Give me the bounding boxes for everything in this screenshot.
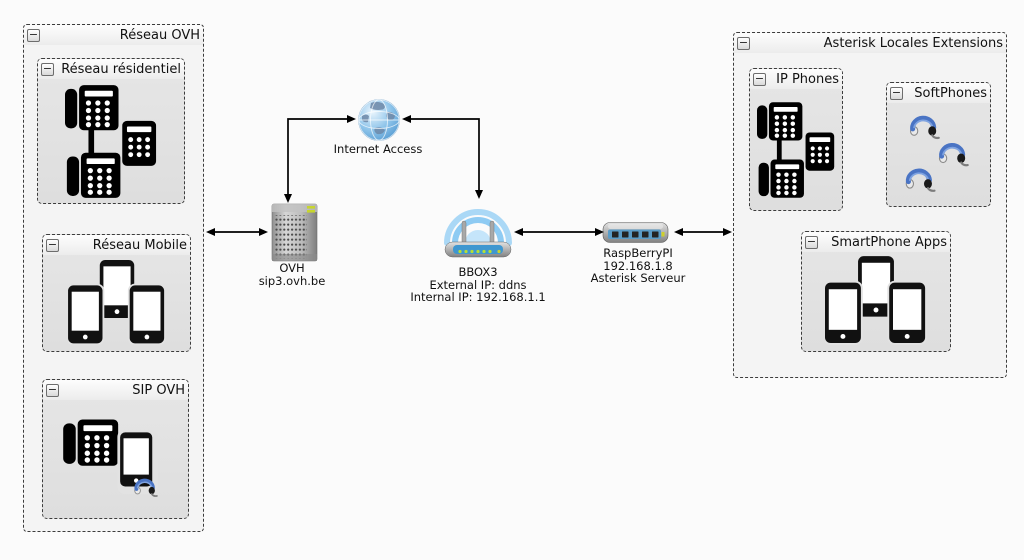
ovh-host: sip3.ovh.be — [258, 273, 326, 288]
collapse-button[interactable]: − — [805, 235, 818, 249]
raspberrypi-name: RaspBerryPI — [603, 246, 673, 260]
group-softphones-header: − SoftPhones — [887, 83, 990, 103]
node-ovh-server — [271, 203, 319, 262]
bbox3-label: BBOX3 External IP: ddns Internal IP: 192… — [398, 266, 558, 304]
group-title: Asterisk Locales Extensions — [823, 36, 1003, 51]
group-smartphone-apps: − SmartPhone Apps — [801, 231, 951, 352]
group-smartphone-apps-header: − SmartPhone Apps — [802, 232, 950, 252]
ovh-label: OVH sip3.ovh.be — [222, 262, 362, 287]
internet-label: Internet Access — [333, 142, 423, 156]
group-asterisk-extensions-header: − Asterisk Locales Extensions — [734, 33, 1006, 53]
group-title: Réseau résidentiel — [61, 62, 181, 77]
bbox3-name: BBOX3 — [458, 265, 498, 279]
collapse-button[interactable]: − — [41, 62, 54, 76]
node-internet — [357, 98, 401, 142]
group-softphones: − SoftPhones — [886, 82, 991, 207]
collapse-button[interactable]: − — [753, 72, 766, 86]
node-bbox3-router — [443, 197, 513, 261]
group-title: Réseau OVH — [119, 28, 200, 43]
collapse-button[interactable]: − — [46, 238, 59, 252]
collapse-button[interactable]: − — [737, 36, 750, 50]
group-title: SmartPhone Apps — [831, 235, 947, 250]
node-raspberrypi — [602, 221, 670, 244]
collapse-button[interactable]: − — [46, 383, 59, 397]
group-reseau-ovh: − Réseau OVH − Réseau résidentiel − Rése… — [23, 24, 204, 532]
group-reseau-mobile: − Réseau Mobile — [42, 234, 191, 352]
wifi-router-icon — [444, 209, 512, 258]
server-icon — [271, 203, 318, 262]
group-title: SIP OVH — [132, 383, 185, 398]
bbox3-internal-ip: Internal IP: 192.168.1.1 — [410, 290, 546, 304]
group-icon-area — [43, 400, 188, 518]
raspberrypi-role: Asterisk Serveur — [590, 271, 686, 285]
group-sip-ovh-header: − SIP OVH — [43, 380, 188, 400]
group-ip-phones: − IP Phones — [749, 68, 843, 211]
globe-icon — [358, 99, 400, 141]
group-sip-ovh: − SIP OVH — [42, 379, 189, 519]
collapse-button[interactable]: − — [27, 28, 40, 42]
collapse-button[interactable]: − — [890, 86, 903, 100]
group-reseau-ovh-header: − Réseau OVH — [24, 25, 203, 45]
raspberrypi-icon — [602, 222, 669, 243]
group-reseau-residentiel: − Réseau résidentiel — [37, 58, 185, 204]
ovh-name: OVH — [279, 261, 305, 275]
sip-devices-icon — [62, 419, 159, 499]
group-ip-phones-header: − IP Phones — [750, 69, 842, 89]
group-reseau-mobile-header: − Réseau Mobile — [43, 235, 190, 255]
bbox3-external-ip: External IP: ddns — [429, 277, 527, 292]
group-asterisk-extensions: − Asterisk Locales Extensions − IP Phone… — [733, 32, 1007, 378]
group-title: Réseau Mobile — [92, 238, 187, 253]
raspberrypi-label: RaspBerryPI 192.168.1.8 Asterisk Serveur — [558, 247, 718, 285]
raspberrypi-ip: 192.168.1.8 — [603, 258, 673, 273]
group-title: IP Phones — [776, 72, 839, 87]
group-reseau-residentiel-header: − Réseau résidentiel — [38, 59, 184, 79]
group-title: SoftPhones — [914, 86, 987, 101]
